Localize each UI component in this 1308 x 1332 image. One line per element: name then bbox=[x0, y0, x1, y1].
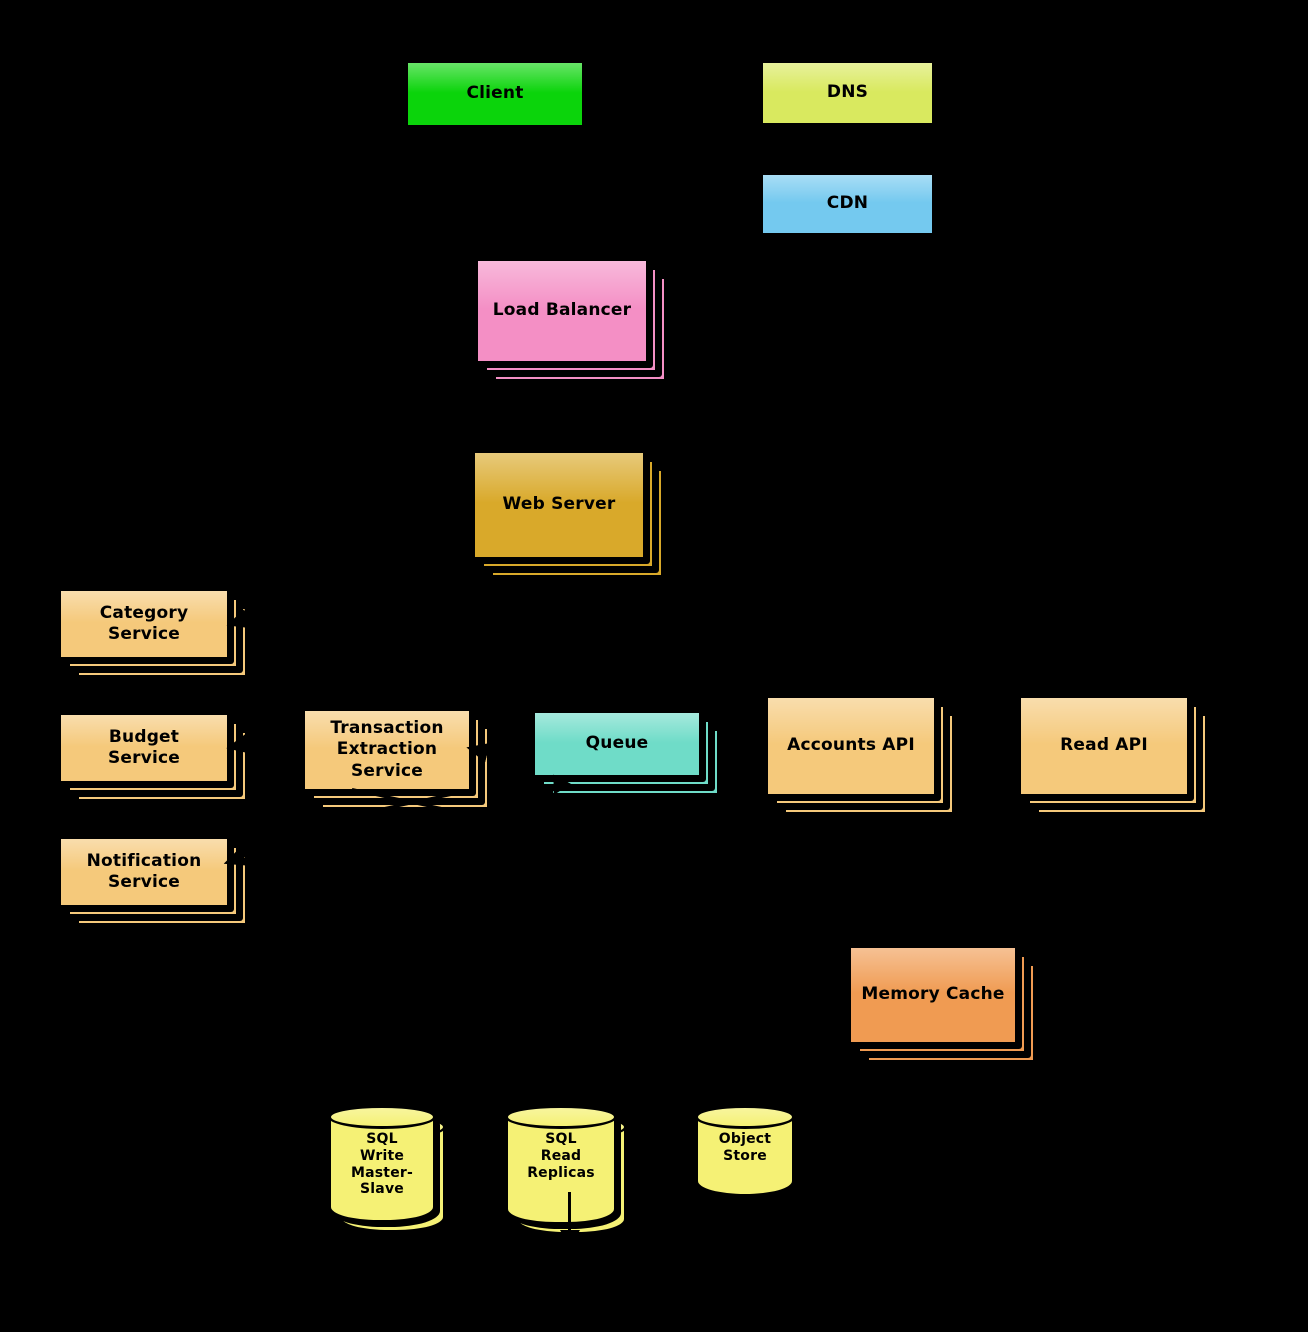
node-sql-write-master-slave: SQL Write Master- Slave bbox=[328, 1105, 446, 1233]
node-queue: Queue bbox=[532, 710, 720, 796]
node-label: CDN bbox=[826, 193, 869, 214]
node-load-balancer: Load Balancer bbox=[475, 258, 667, 382]
node-label: Web Server bbox=[502, 494, 616, 515]
node-sql-read-replicas: SQL Read Replicas bbox=[505, 1105, 627, 1235]
node-face: Memory Cache bbox=[848, 945, 1018, 1045]
node-face: Web Server bbox=[472, 450, 646, 560]
node-face: Load Balancer bbox=[475, 258, 649, 364]
node-label: Object Store bbox=[718, 1131, 772, 1164]
node-read-api: Read API bbox=[1018, 695, 1208, 815]
arrowhead-into-sql-read-replicas bbox=[560, 1230, 580, 1248]
node-accounts-api: Accounts API bbox=[765, 695, 955, 815]
node-label: Load Balancer bbox=[492, 300, 632, 321]
node-label: Read API bbox=[1060, 735, 1148, 756]
node-face: Budget Service bbox=[58, 712, 230, 784]
node-label: Notification Service bbox=[86, 850, 202, 892]
node-object-store: Object Store bbox=[695, 1105, 795, 1197]
node-face: DNS bbox=[760, 60, 935, 126]
connector-line bbox=[568, 1192, 571, 1232]
node-category-service: Category Service bbox=[58, 588, 248, 678]
node-face: Queue bbox=[532, 710, 702, 778]
node-face: Read API bbox=[1018, 695, 1190, 797]
node-label: Transaction Extraction Service bbox=[330, 718, 444, 781]
node-face: Accounts API bbox=[765, 695, 937, 797]
cylinder-body bbox=[328, 1105, 436, 1223]
node-dns: DNS bbox=[760, 60, 935, 126]
node-label: Client bbox=[466, 83, 524, 104]
node-face: Category Service bbox=[58, 588, 230, 660]
node-label: Budget Service bbox=[107, 726, 181, 768]
node-client: Client bbox=[405, 60, 585, 128]
node-label: Memory Cache bbox=[861, 984, 1005, 1005]
node-label: DNS bbox=[826, 82, 869, 103]
node-label: Queue bbox=[585, 733, 649, 754]
cylinder-body bbox=[505, 1105, 617, 1225]
node-label: SQL Read Replicas bbox=[527, 1131, 595, 1181]
node-web-server: Web Server bbox=[472, 450, 664, 578]
node-face: Client bbox=[405, 60, 585, 128]
node-face: Notification Service bbox=[58, 836, 230, 908]
node-budget-service: Budget Service bbox=[58, 712, 248, 802]
node-notification-service: Notification Service bbox=[58, 836, 248, 926]
node-label: Category Service bbox=[99, 602, 189, 644]
node-label: SQL Write Master- Slave bbox=[350, 1131, 413, 1198]
node-memory-cache: Memory Cache bbox=[848, 945, 1036, 1063]
node-cdn: CDN bbox=[760, 172, 935, 236]
node-face: Transaction Extraction Service bbox=[302, 708, 472, 792]
cylinder-body bbox=[695, 1105, 795, 1197]
node-face: CDN bbox=[760, 172, 935, 236]
node-transaction-extraction-service: Transaction Extraction Service bbox=[302, 708, 490, 810]
node-label: Accounts API bbox=[787, 735, 915, 756]
